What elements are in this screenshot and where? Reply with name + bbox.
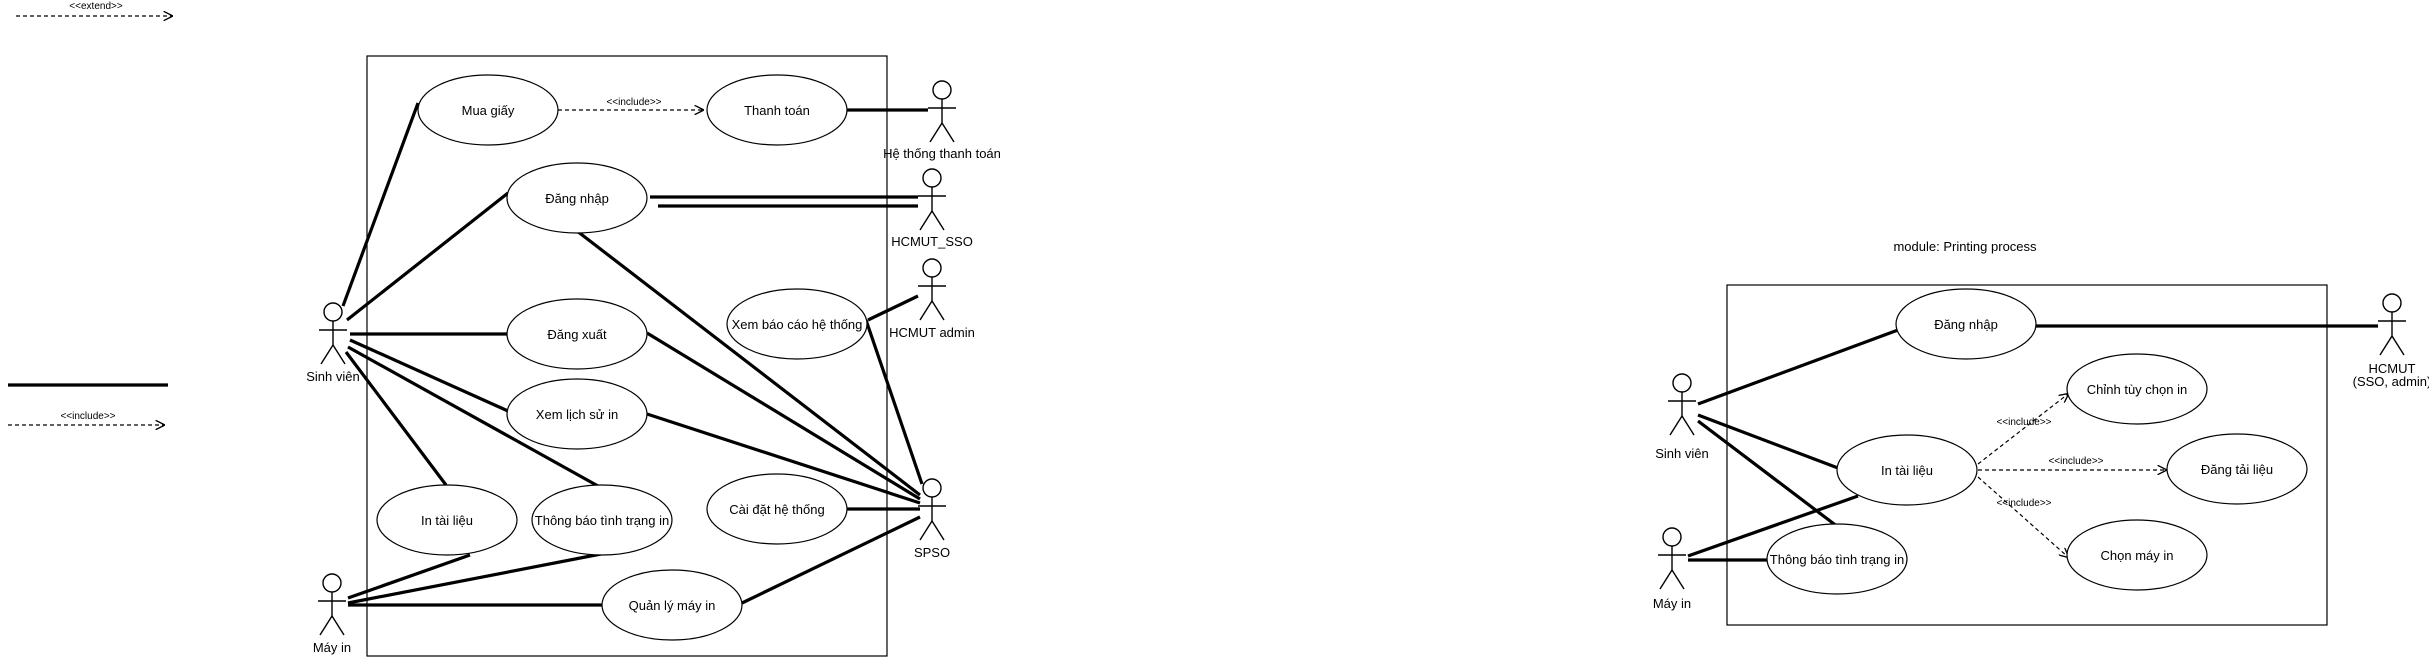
assoc-manage-spso	[741, 515, 921, 605]
actor-label: Máy in	[1653, 596, 1691, 611]
use-case-print-status-2[interactable]: Thông báo tình trạng in	[1766, 523, 1908, 595]
actor-label: SPSO	[914, 545, 950, 560]
use-case-logout[interactable]: Đăng xuất	[506, 298, 648, 370]
assoc-printer-print	[347, 553, 471, 600]
actor-label: Sinh viên	[1655, 446, 1708, 461]
include-arrow-customize	[1977, 394, 2068, 465]
assoc-student-buy-paper	[341, 102, 420, 307]
include-arrow-select-printer	[1977, 476, 2068, 557]
use-case-label: Đăng nhập	[1934, 317, 1998, 332]
assoc-reports-admin	[867, 294, 919, 322]
actor-label: Máy in	[313, 640, 351, 655]
actor-label-line-2: (SSO, admin)	[2353, 374, 2429, 389]
assoc-reports-spso	[864, 319, 924, 485]
actor-label: HCMUT_SSO	[891, 234, 973, 249]
use-case-label: Mua giấy	[462, 103, 515, 118]
use-case-buy-paper[interactable]: Mua giấy	[417, 74, 559, 146]
actor-label: Hệ thống thanh toán	[883, 146, 1001, 161]
actor-student[interactable]: Sinh viên	[306, 302, 360, 384]
use-case-print-status[interactable]: Thông báo tình trạng in	[531, 484, 673, 556]
assoc-student-print-2	[1697, 413, 1839, 470]
assoc-student-login-2	[1697, 328, 1899, 406]
legend: <<extend>> <<include>>	[8, 1, 172, 425]
use-case-system-reports[interactable]: Xem báo cáo hệ thống	[726, 288, 868, 360]
legend-include-label: <<include>>	[60, 411, 115, 422]
system-boundary-2	[1726, 284, 2328, 626]
actor-hcmut-sso-admin[interactable]: HCMUT (SSO, admin)	[2353, 293, 2429, 389]
assoc-logout-spso	[646, 331, 921, 501]
actor-printer[interactable]: Máy in	[313, 573, 351, 655]
use-case-label: Quản lý máy in	[629, 598, 716, 613]
assoc-student-status-2	[1697, 419, 1843, 532]
assoc-history-spso	[646, 412, 921, 505]
use-case-login[interactable]: Đăng nhập	[506, 162, 648, 234]
actor-hcmut-admin[interactable]: HCMUT admin	[889, 258, 975, 340]
use-case-system-settings[interactable]: Cài đặt hệ thống	[706, 473, 848, 545]
use-case-print-docs[interactable]: In tài liệu	[376, 484, 518, 556]
diagram-2: module: Printing process <<include>> <<i…	[1653, 239, 2429, 626]
assoc-student-history	[349, 338, 509, 413]
use-case-label: Xem báo cáo hệ thống	[732, 317, 863, 332]
include-label-select-printer: <<include>>	[1996, 498, 2051, 509]
assoc-login-spso	[576, 229, 921, 497]
actor-label: HCMUT admin	[889, 325, 975, 340]
use-case-view-history[interactable]: Xem lịch sử in	[506, 378, 648, 450]
assoc-student-print	[344, 351, 448, 486]
legend-extend-label: <<extend>>	[69, 1, 123, 12]
include-label-buy-payment: <<include>>	[606, 97, 661, 108]
actor-label-line-1: HCMUT	[2369, 361, 2416, 376]
use-case-upload-docs[interactable]: Đăng tải liệu	[2166, 433, 2308, 505]
use-case-print-docs-2[interactable]: In tài liệu	[1836, 434, 1978, 506]
assoc-printer-print-2	[1687, 494, 1859, 558]
use-case-payment[interactable]: Thanh toán	[706, 74, 848, 146]
associations-1	[341, 102, 928, 607]
use-case-select-printer[interactable]: Chọn máy in	[2066, 519, 2208, 591]
associations-2	[1687, 324, 2378, 562]
use-case-label: Đăng nhập	[545, 191, 609, 206]
use-case-label: Đăng tải liệu	[2201, 462, 2273, 477]
use-case-label: Xem lịch sử in	[536, 407, 618, 422]
use-case-customize-options[interactable]: Chỉnh tùy chọn in	[2066, 353, 2208, 425]
actor-student-2[interactable]: Sinh viên	[1655, 373, 1709, 461]
use-case-manage-printers[interactable]: Quản lý máy in	[601, 569, 743, 641]
actor-printer-2[interactable]: Máy in	[1653, 527, 1691, 611]
use-case-label: Chọn máy in	[2101, 548, 2174, 563]
use-case-label: Thanh toán	[744, 103, 810, 118]
use-case-login-2[interactable]: Đăng nhập	[1895, 288, 2037, 360]
assoc-student-login	[346, 191, 509, 322]
use-case-label: Cài đặt hệ thống	[729, 502, 824, 517]
use-case-label: Thông báo tình trạng in	[535, 513, 669, 528]
use-case-label: Thông báo tình trạng in	[1770, 552, 1904, 567]
use-case-label: Đăng xuất	[547, 327, 607, 342]
use-case-label: Chỉnh tùy chọn in	[2087, 382, 2187, 397]
use-case-label: In tài liệu	[1881, 463, 1933, 478]
use-case-label: In tài liệu	[421, 513, 473, 528]
include-label-upload: <<include>>	[2048, 456, 2103, 467]
assoc-student-status	[347, 345, 599, 488]
actor-hcmut-sso[interactable]: HCMUT_SSO	[891, 168, 973, 249]
actor-label: Sinh viên	[306, 369, 359, 384]
actor-payment-system[interactable]: Hệ thống thanh toán	[883, 80, 1001, 161]
module-title: module: Printing process	[1893, 239, 2037, 254]
assoc-printer-status	[347, 552, 602, 605]
include-label-customize: <<include>>	[1996, 417, 2051, 428]
diagram-1: <<include>> Mua giấy Thanh toán Đăng nhậ…	[306, 55, 1001, 657]
actor-spso[interactable]: SPSO	[914, 478, 950, 560]
